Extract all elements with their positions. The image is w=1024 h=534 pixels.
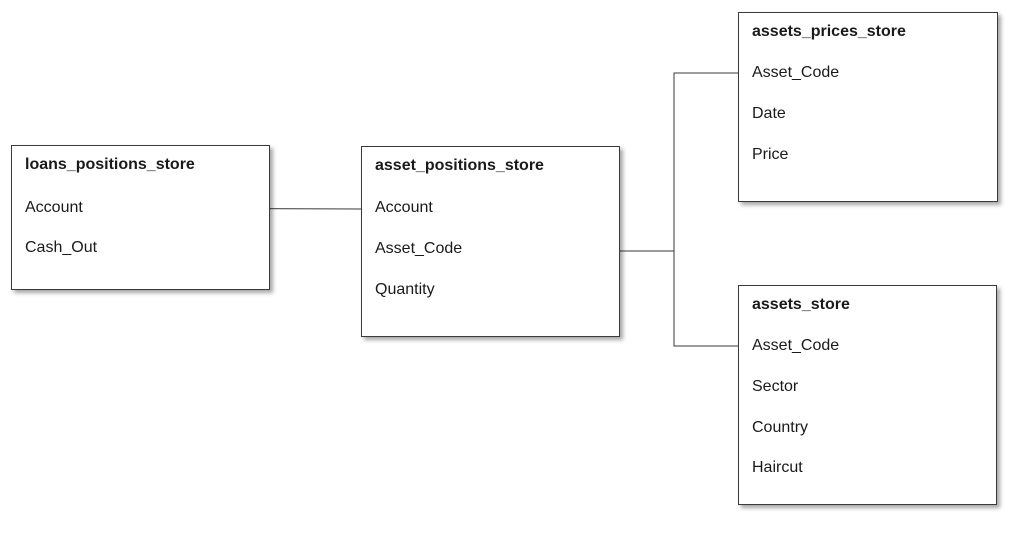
field-quantity: Quantity xyxy=(375,281,435,298)
loans-positions-store-table[interactable]: loans_positions_store Account Cash_Out xyxy=(11,145,270,290)
asset-positions-store-table[interactable]: asset_positions_store Account Asset_Code… xyxy=(361,146,620,337)
field-cash-out: Cash_Out xyxy=(25,239,98,256)
assets-prices-store-table[interactable]: assets_prices_store Asset_Code Date Pric… xyxy=(738,12,998,202)
field-asset-code: Asset_Code xyxy=(752,337,840,354)
assets-store-table[interactable]: assets_store Asset_Code Sector Country H… xyxy=(738,285,997,505)
field-price: Price xyxy=(752,146,789,163)
field-account: Account xyxy=(25,199,83,216)
field-date: Date xyxy=(752,105,786,122)
field-sector: Sector xyxy=(752,378,799,395)
field-asset-code: Asset_Code xyxy=(375,240,463,257)
field-country: Country xyxy=(752,419,809,436)
connector-asset-code-to-assets xyxy=(673,251,745,347)
table-title: loans_positions_store xyxy=(25,156,195,173)
field-asset-code: Asset_Code xyxy=(752,64,840,81)
table-title: assets_store xyxy=(752,296,850,313)
table-title: asset_positions_store xyxy=(375,157,544,174)
table-title: assets_prices_store xyxy=(752,23,906,40)
field-account: Account xyxy=(375,199,433,216)
field-haircut: Haircut xyxy=(752,459,803,476)
